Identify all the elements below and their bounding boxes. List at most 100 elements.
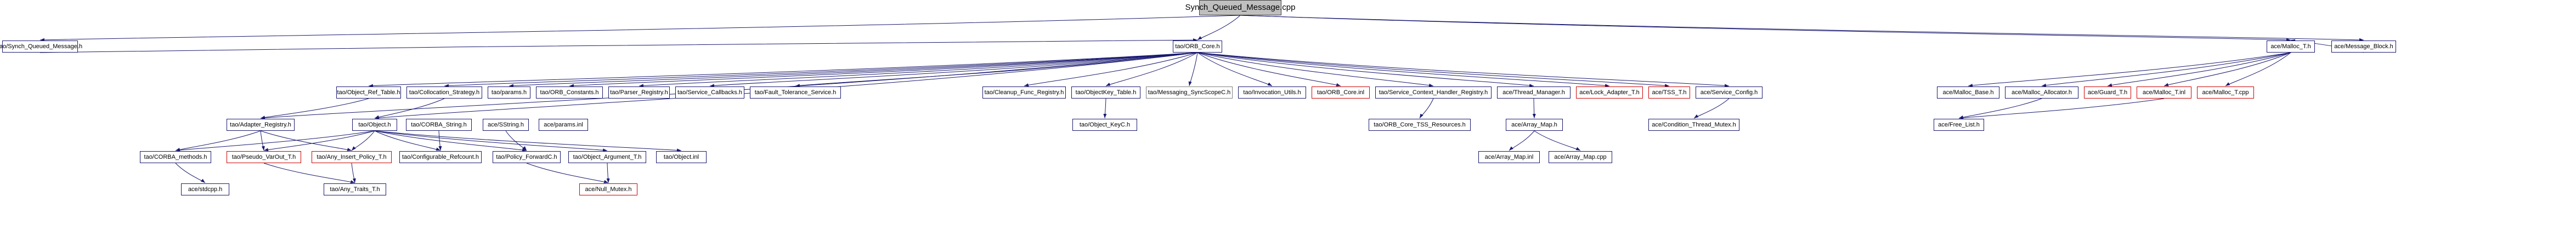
graph-node[interactable]: tao/Parser_Registry.h: [608, 86, 670, 99]
graph-edge: [438, 130, 442, 151]
graph-node[interactable]: tao/params.h: [488, 86, 530, 99]
graph-node[interactable]: tao/Object_KeyC.h: [1072, 119, 1137, 131]
graph-node[interactable]: tao/Collocation_Strategy.h: [406, 86, 482, 99]
graph-node[interactable]: tao/Object.inl: [656, 151, 707, 163]
graph-node[interactable]: ace/Lock_Adapter_T.h: [1576, 86, 1643, 99]
graph-edge: [1197, 52, 1434, 87]
graph-edge: [444, 52, 1198, 88]
graph-node[interactable]: tao/Any_Insert_Policy_T.h: [312, 151, 392, 163]
graph-node[interactable]: tao/Object_Argument_T.h: [568, 151, 646, 163]
graph-edge: [606, 163, 610, 183]
graph-edge: [505, 130, 527, 151]
graph-edge: [639, 52, 1198, 88]
graph-node[interactable]: ace/Malloc_T.h: [2267, 41, 2315, 53]
graph-edge: [175, 130, 375, 152]
graph-edge: [569, 52, 1198, 88]
graph-edge: [509, 52, 1198, 88]
graph-edge: [263, 130, 375, 152]
graph-node[interactable]: tao/Service_Context_Handler_Registry.h: [1375, 86, 1492, 99]
graph-node[interactable]: ace/Malloc_T.inl: [2137, 86, 2191, 99]
graph-node[interactable]: tao/Adapter_Registry.h: [227, 119, 295, 131]
graph-node[interactable]: ace/stdcpp.h: [181, 183, 229, 195]
graph-node[interactable]: tao/Pseudo_VarOut_T.h: [227, 151, 301, 163]
graph-node[interactable]: ace/Thread_Manager.h: [1497, 86, 1571, 99]
graph-edge: [1509, 130, 1535, 151]
graph-node[interactable]: tao/Service_Callbacks.h: [675, 86, 744, 99]
graph-edge: [2041, 52, 2291, 87]
graph-edge: [175, 130, 261, 151]
graph-edge: [1693, 98, 1730, 119]
graph-node[interactable]: tao/CORBA_methods.h: [140, 151, 211, 163]
graph-edge: [2225, 52, 2291, 86]
graph-node[interactable]: tao/Cleanup_Func_Registry.h: [982, 86, 1066, 99]
graph-edge: [709, 52, 1198, 88]
graph-node[interactable]: tao/Object_Ref_Table.h: [336, 86, 401, 99]
graph-edge: [1534, 130, 1581, 151]
graph-edge: [2163, 52, 2291, 86]
graph-edge: [1197, 52, 1670, 88]
graph-edge: [374, 130, 682, 152]
graph-node[interactable]: ace/Malloc_Base.h: [1937, 86, 1999, 99]
graph-node[interactable]: tao/Fault_Tolerance_Service.h: [750, 86, 841, 99]
graph-node[interactable]: ace/Array_Map.h: [1506, 119, 1563, 131]
graph-edge: [1105, 52, 1198, 86]
graph-edge: [1024, 52, 1198, 87]
graph-edge: [2107, 52, 2291, 87]
graph-edge: [1958, 98, 2165, 120]
graph-node[interactable]: tao/ORB_Core_TSS_Resources.h: [1369, 119, 1471, 131]
graph-node[interactable]: tao/ORB_Core.inl: [1312, 86, 1370, 99]
graph-node[interactable]: tao/Policy_ForwardC.h: [493, 151, 561, 163]
graph-edge: [1240, 15, 2364, 42]
graph-edge: [1197, 52, 1534, 88]
graph-edge: [39, 38, 1198, 53]
graph-edge: [374, 130, 441, 151]
graph-node[interactable]: tao/ORB_Constants.h: [536, 86, 603, 99]
graph-edge: [1188, 52, 1198, 86]
graph-edge: [374, 130, 527, 152]
graph-node[interactable]: ace/Condition_Thread_Mutex.h: [1648, 119, 1739, 131]
graph-node[interactable]: ace/Message_Block.h: [2331, 41, 2396, 53]
graph-node[interactable]: tao/Object.h: [352, 119, 397, 131]
graph-edge: [374, 98, 445, 119]
graph-edge: [260, 130, 265, 151]
graph-node[interactable]: tao/CORBA_String.h: [406, 119, 472, 131]
graph-node[interactable]: ace/Malloc_Allocator.h: [2005, 86, 2078, 99]
graph-edge: [1958, 98, 2042, 119]
graph-edge: [351, 130, 375, 151]
graph-node[interactable]: tao/Configurable_Refcount.h: [399, 151, 482, 163]
graph-edge: [260, 52, 1198, 120]
graph-edge: [351, 163, 356, 183]
graph-edge: [1240, 15, 2291, 42]
graph-edge: [1968, 52, 2291, 87]
graph-edge: [1419, 98, 1434, 119]
graph-node[interactable]: tao/ObjectKey_Table.h: [1071, 86, 1140, 99]
graph-node[interactable]: ace/Null_Mutex.h: [579, 183, 637, 195]
graph-edge: [374, 130, 608, 152]
graph-node-root[interactable]: Synch_Queued_Message.cpp: [1185, 0, 1296, 15]
graph-edge: [260, 98, 369, 119]
graph-edge: [1197, 52, 1273, 86]
graph-node[interactable]: ace/Array_Map.cpp: [1549, 151, 1612, 163]
graph-node[interactable]: tao/Invocation_Utils.h: [1238, 86, 1306, 99]
graph-edge: [1103, 98, 1107, 119]
graph-node[interactable]: tao/ORB_Core.h: [1173, 41, 1222, 53]
graph-node[interactable]: ace/Malloc_T.cpp: [2197, 86, 2254, 99]
graph-node[interactable]: ace/params.inl: [539, 119, 588, 131]
graph-edge: [175, 163, 206, 183]
graph-node[interactable]: tao/Any_Traits_T.h: [324, 183, 386, 195]
graph-node[interactable]: ace/SString.h: [483, 119, 529, 131]
graph-node[interactable]: tao/Synch_Queued_Message.h: [0, 41, 82, 53]
graph-node[interactable]: ace/Guard_T.h: [2084, 86, 2131, 99]
graph-edge: [1197, 15, 1241, 41]
graph-edge: [263, 163, 355, 183]
graph-node[interactable]: ace/Free_List.h: [1934, 119, 1984, 131]
graph-node[interactable]: ace/Array_Map.inl: [1478, 151, 1540, 163]
graph-node[interactable]: ace/Service_Config.h: [1696, 86, 1762, 99]
graph-edge: [368, 52, 1198, 88]
graph-node[interactable]: ace/TSS_T.h: [1648, 86, 1690, 99]
graph-edge: [374, 52, 1198, 120]
graph-node[interactable]: tao/Messaging_SyncScopeC.h: [1146, 86, 1233, 99]
graph-edge: [39, 15, 1241, 42]
